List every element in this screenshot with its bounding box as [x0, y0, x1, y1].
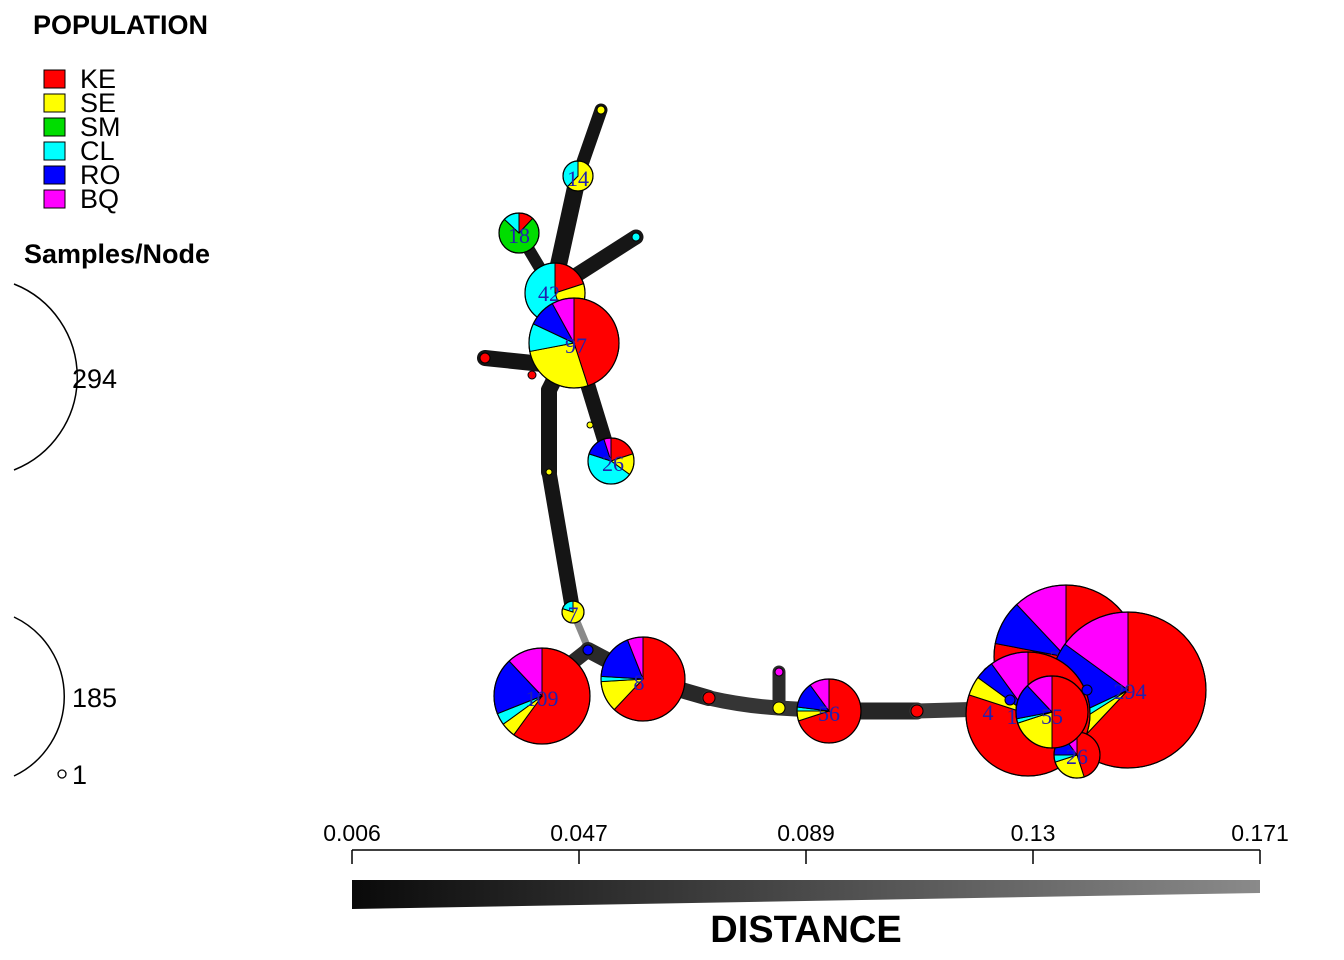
legend-label: SM	[80, 112, 121, 142]
legend-swatch	[43, 165, 66, 185]
scale-tick-label: 0.171	[1231, 820, 1289, 846]
size-circle-small	[57, 769, 67, 779]
network-edges	[477, 103, 1016, 720]
node-outline	[562, 160, 594, 192]
haplotype-node: 55	[1015, 675, 1089, 749]
scale-tick-label: 0.006	[323, 820, 381, 846]
small-node	[582, 644, 594, 656]
node-label: 4	[983, 700, 994, 725]
haplotype-node: 14	[562, 160, 594, 192]
distance-scale: 0.006 0.047 0.089 0.13 0.171 DISTANCE	[323, 820, 1289, 951]
scale-tick-label: 0.13	[1011, 820, 1056, 846]
size-label-small: 1	[72, 760, 87, 790]
node-label: 294	[1114, 679, 1147, 704]
small-node	[596, 105, 606, 115]
node-label: 26	[1066, 744, 1088, 769]
legend-title: POPULATION	[33, 10, 208, 40]
node-label: 97	[565, 333, 587, 358]
distance-gradient-bar	[352, 880, 1260, 909]
edge	[701, 690, 787, 716]
small-nodes	[479, 105, 1093, 718]
node-label: 42	[538, 281, 560, 306]
small-node	[586, 421, 594, 429]
small-node	[774, 667, 784, 677]
node-label: 8	[634, 670, 645, 695]
haplotype-node: 97	[528, 297, 620, 389]
size-arc-large	[13, 283, 78, 471]
small-node	[479, 352, 491, 364]
edge	[541, 464, 581, 620]
small-node	[910, 704, 924, 718]
haplotype-node: 18	[498, 212, 540, 254]
node-outline	[796, 678, 862, 744]
small-node	[702, 691, 716, 705]
legend-label: SE	[80, 88, 116, 118]
node-label: 14	[567, 166, 589, 191]
size-label-medium: 185	[72, 683, 117, 713]
small-node	[545, 468, 553, 476]
small-node	[527, 370, 537, 380]
scale-tick-label: 0.089	[777, 820, 835, 846]
legend-label: KE	[80, 64, 116, 94]
legend-swatch	[43, 93, 66, 113]
node-outline	[561, 600, 585, 624]
node-label: 55	[1041, 704, 1063, 729]
haplotype-node: 109	[493, 647, 591, 745]
haplotype-node: 7	[561, 600, 585, 627]
legend-swatch	[43, 69, 66, 89]
node-outline	[1015, 675, 1089, 749]
small-node	[772, 701, 786, 715]
legend-label: RO	[80, 160, 121, 190]
small-node	[1081, 684, 1093, 696]
node-label: 56	[818, 701, 840, 726]
node-outline	[493, 647, 591, 745]
node-label: 7	[568, 602, 579, 627]
legend-swatch	[43, 141, 66, 161]
node-label: 26	[602, 451, 624, 476]
node-label: 18	[508, 223, 530, 248]
node-outline	[965, 651, 1091, 777]
haplotype-node: 8	[600, 636, 686, 722]
haplotype-node: 26	[587, 437, 635, 485]
legend-swatch	[43, 117, 66, 137]
distance-title: DISTANCE	[710, 909, 901, 951]
size-legend: Samples/Node 294 185 1	[13, 239, 210, 790]
haplotype-node: 56	[796, 678, 862, 744]
node-outline	[600, 636, 686, 722]
legend-swatch	[43, 189, 66, 209]
node-label: 109	[526, 686, 559, 711]
node-outline	[528, 297, 620, 389]
legend-label: BQ	[80, 184, 119, 214]
node-outline	[498, 212, 540, 254]
size-legend-title: Samples/Node	[24, 239, 210, 269]
legend-label: CL	[80, 136, 115, 166]
small-node	[631, 232, 641, 242]
network-nodes: 1418429726710985625829441862655	[493, 160, 1207, 779]
scale-tick-label: 0.047	[550, 820, 608, 846]
size-label-large: 294	[72, 364, 117, 394]
node-outline	[587, 437, 635, 485]
small-node	[1004, 694, 1016, 706]
size-arc-medium	[13, 616, 66, 777]
